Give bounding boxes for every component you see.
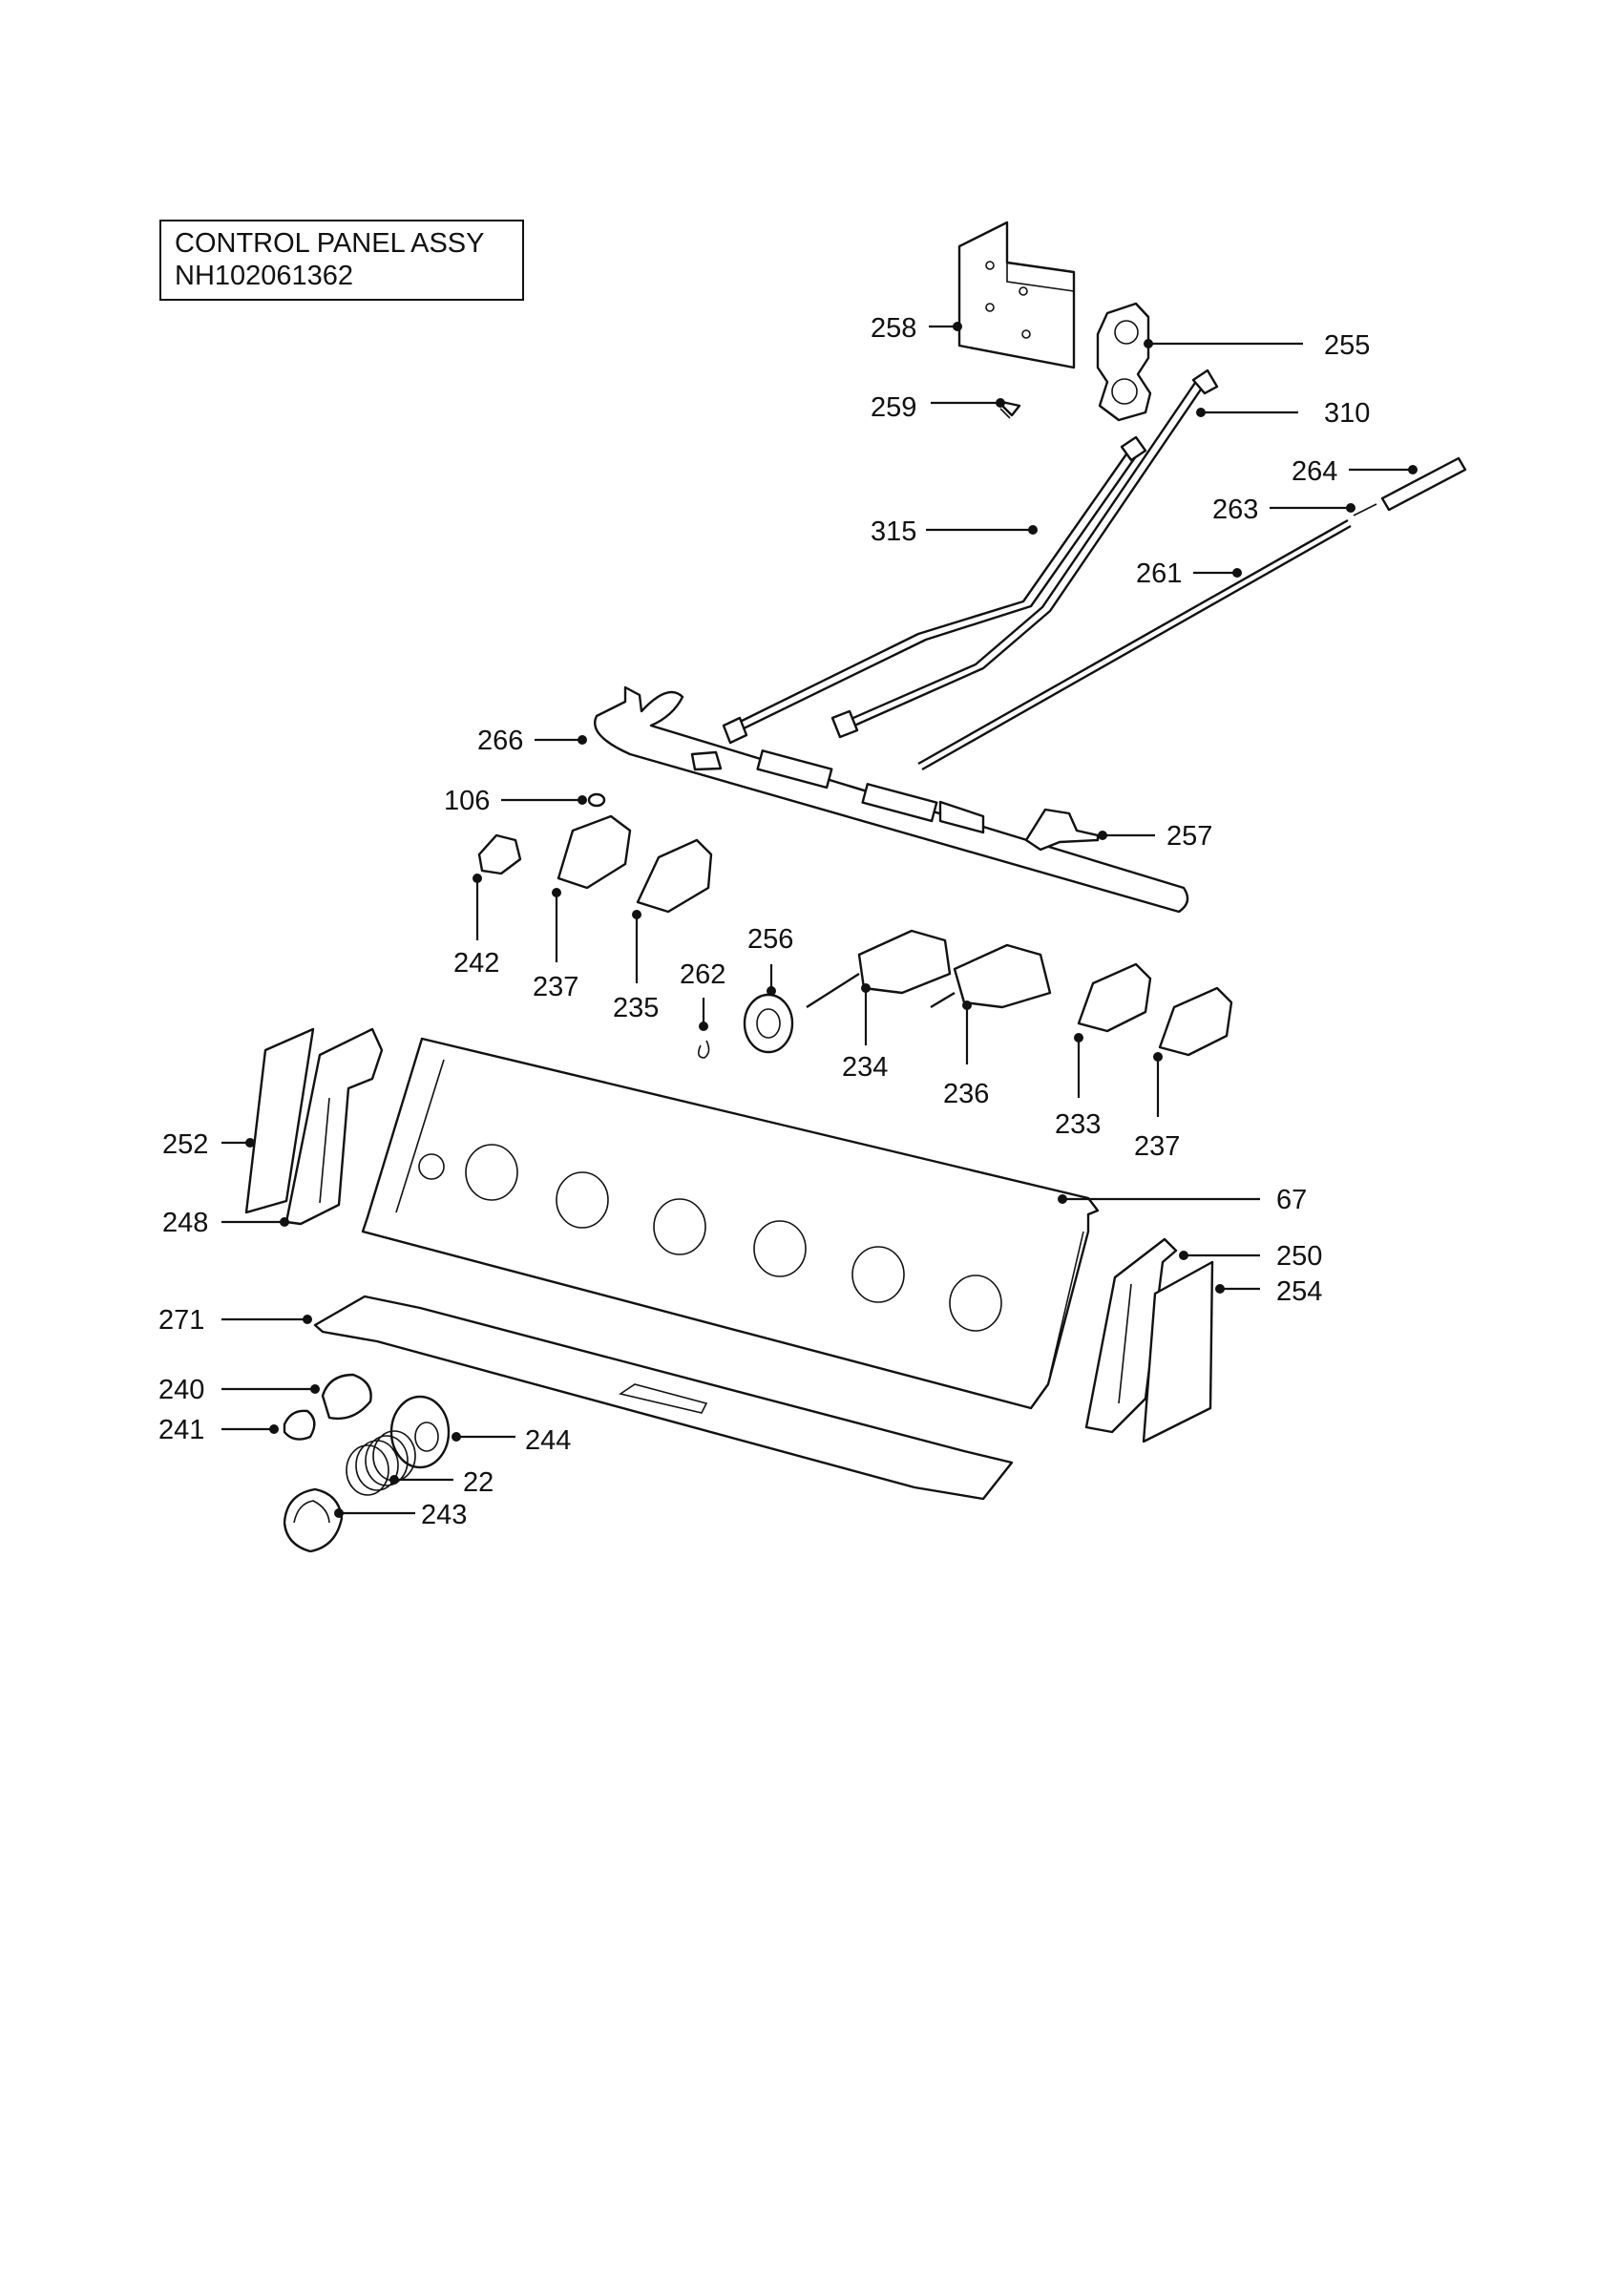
callout-248: 248	[162, 1208, 289, 1238]
callout-22: 22	[389, 1467, 494, 1498]
callout-236: 236	[943, 1001, 989, 1109]
tap-233	[1077, 962, 1152, 1033]
callout-106: 106	[444, 786, 587, 816]
callout-315: 315	[871, 516, 1038, 547]
callout-number: 242	[453, 948, 499, 979]
callout-number: 256	[747, 924, 793, 955]
manifold-266	[594, 685, 1189, 914]
control-knob-243	[283, 1487, 344, 1553]
callout-number: 237	[1134, 1131, 1180, 1162]
callout-240: 240	[158, 1375, 320, 1405]
callout-261: 261	[1136, 558, 1242, 589]
callout-number: 235	[613, 993, 659, 1023]
callout-234: 234	[842, 983, 888, 1083]
callout-256: 256	[747, 924, 793, 996]
callout-263: 263	[1212, 495, 1355, 525]
callout-number: 234	[842, 1052, 888, 1083]
tap-242	[477, 833, 522, 875]
callout-number: 261	[1136, 558, 1182, 589]
callout-67: 67	[1058, 1185, 1307, 1215]
callout-258: 258	[871, 313, 962, 344]
tap-237-left	[557, 814, 632, 890]
callout-266: 266	[477, 726, 587, 756]
callout-237a: 237	[533, 888, 578, 1002]
callout-number: 236	[943, 1079, 989, 1109]
clip-262	[697, 1040, 710, 1059]
callout-number: 266	[477, 726, 523, 756]
lamp-holder-240	[321, 1373, 372, 1421]
tube-315	[722, 435, 1147, 745]
callout-244: 244	[452, 1425, 571, 1456]
tube-310	[846, 369, 1219, 727]
side-panel-254	[1142, 1260, 1214, 1443]
callout-250: 250	[1179, 1241, 1322, 1272]
callout-number: 271	[158, 1305, 204, 1336]
callout-number: 244	[525, 1425, 571, 1456]
callout-number: 264	[1292, 456, 1337, 487]
callout-number: 263	[1212, 495, 1258, 525]
callout-number: 67	[1276, 1185, 1307, 1215]
assembly-name: CONTROL PANEL ASSY	[175, 228, 485, 259]
valve-236	[930, 943, 1052, 1009]
callout-number: 252	[162, 1129, 208, 1160]
callout-number: 241	[158, 1415, 204, 1445]
callout-number: 22	[463, 1467, 494, 1498]
side-bracket-248	[284, 1027, 384, 1226]
callout-255: 255	[1144, 330, 1370, 361]
bulb-241	[283, 1409, 316, 1441]
control-panel-67	[361, 1037, 1100, 1410]
callout-number: 240	[158, 1375, 204, 1405]
callout-number: 262	[680, 959, 725, 990]
callout-number: 237	[533, 972, 578, 1002]
callout-237b: 237	[1134, 1052, 1180, 1162]
side-panel-252	[244, 1027, 315, 1214]
callout-252: 252	[162, 1129, 255, 1160]
callout-271: 271	[158, 1305, 312, 1336]
callout-number: 250	[1276, 1241, 1322, 1272]
spring-22	[346, 1430, 416, 1496]
trim-strip-271	[313, 1295, 1014, 1501]
callout-243: 243	[334, 1500, 467, 1530]
callout-number: 257	[1166, 821, 1212, 852]
assembly-title-box: CONTROL PANEL ASSY NH102061362	[159, 220, 524, 301]
callout-number: 233	[1055, 1109, 1101, 1140]
clip-257	[1024, 808, 1100, 852]
spring-263	[1353, 503, 1377, 516]
callout-310: 310	[1196, 398, 1370, 429]
bracket-258	[957, 221, 1076, 369]
callout-number: 259	[871, 392, 916, 423]
callout-number: 243	[421, 1500, 467, 1530]
callout-257: 257	[1098, 821, 1212, 852]
tap-235	[636, 838, 713, 914]
callout-233: 233	[1055, 1033, 1101, 1140]
callout-235: 235	[613, 910, 659, 1023]
callout-259: 259	[871, 392, 1005, 423]
cam-256	[743, 993, 794, 1054]
callout-264: 264	[1292, 456, 1418, 487]
regulator-255	[1096, 302, 1152, 422]
sleeve-264	[1380, 456, 1467, 512]
callout-241: 241	[158, 1415, 279, 1445]
tap-237-right	[1158, 986, 1233, 1057]
callout-number: 255	[1324, 330, 1370, 361]
callout-number: 258	[871, 313, 916, 344]
callout-262: 262	[680, 959, 725, 1031]
rod-261	[917, 518, 1352, 771]
callout-number: 248	[162, 1208, 208, 1238]
callout-number: 106	[444, 786, 490, 816]
oring-106	[587, 792, 606, 808]
valve-234	[806, 929, 952, 1009]
callout-number: 315	[871, 516, 916, 547]
callout-254: 254	[1215, 1276, 1322, 1307]
assembly-number: NH102061362	[175, 261, 354, 291]
callout-number: 310	[1324, 398, 1370, 429]
callout-242: 242	[453, 874, 499, 979]
callout-number: 254	[1276, 1276, 1322, 1307]
